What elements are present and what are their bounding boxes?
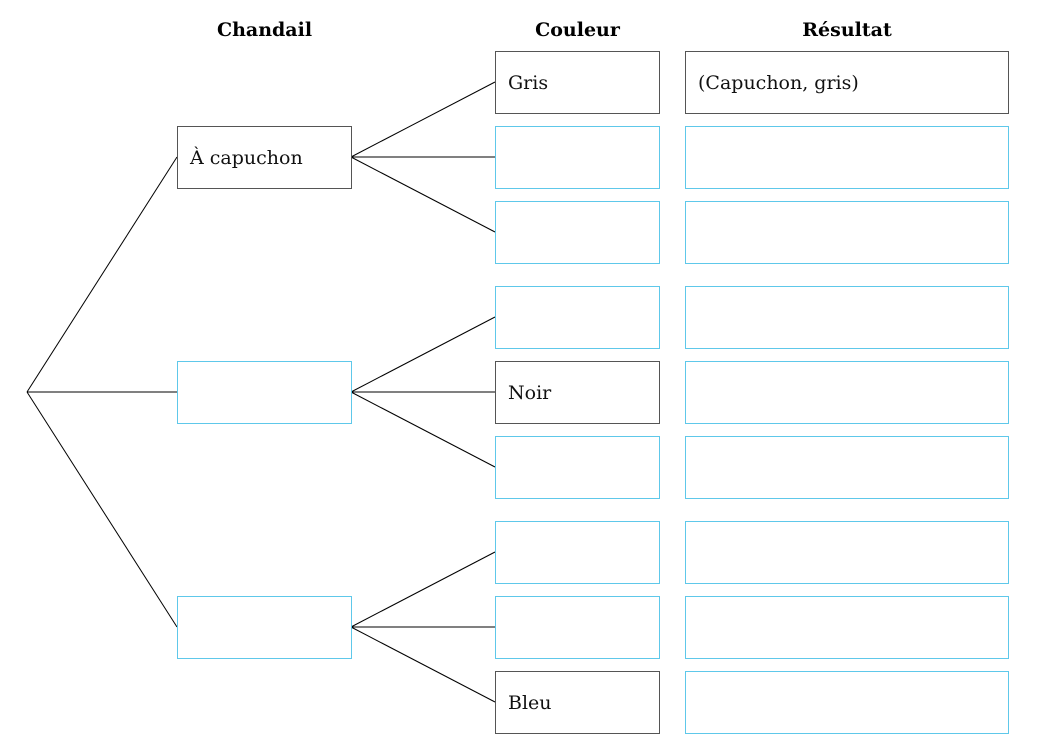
couleur-label-5: Noir xyxy=(508,381,552,404)
chandail-box-3[interactable] xyxy=(177,596,352,659)
couleur-box-8[interactable] xyxy=(495,596,660,659)
resultat-box-9[interactable] xyxy=(685,671,1009,734)
chandail-box-1: À capuchon xyxy=(177,126,352,189)
couleur-box-9: Bleu xyxy=(495,671,660,734)
couleur-label-9: Bleu xyxy=(508,691,552,714)
branch-line xyxy=(26,391,178,628)
resultat-input-9[interactable] xyxy=(698,672,1008,733)
resultat-box-5[interactable] xyxy=(685,361,1009,424)
resultat-input-3[interactable] xyxy=(698,202,1008,263)
couleur-input-3[interactable] xyxy=(508,202,659,263)
resultat-input-7[interactable] xyxy=(698,522,1008,583)
couleur-box-3[interactable] xyxy=(495,201,660,264)
couleur-box-1: Gris xyxy=(495,51,660,114)
couleur-box-4[interactable] xyxy=(495,286,660,349)
branch-line xyxy=(350,156,496,233)
couleur-box-6[interactable] xyxy=(495,436,660,499)
branch-line xyxy=(26,156,178,393)
branch-line xyxy=(350,551,496,628)
resultat-box-3[interactable] xyxy=(685,201,1009,264)
resultat-box-8[interactable] xyxy=(685,596,1009,659)
couleur-input-8[interactable] xyxy=(508,597,659,658)
couleur-box-7[interactable] xyxy=(495,521,660,584)
couleur-input-6[interactable] xyxy=(508,437,659,498)
resultat-input-2[interactable] xyxy=(698,127,1008,188)
resultat-box-4[interactable] xyxy=(685,286,1009,349)
couleur-input-4[interactable] xyxy=(508,287,659,348)
chandail-input-3[interactable] xyxy=(190,597,351,658)
resultat-input-4[interactable] xyxy=(698,287,1008,348)
resultat-box-2[interactable] xyxy=(685,126,1009,189)
branch-line xyxy=(350,316,496,393)
couleur-label-1: Gris xyxy=(508,71,549,94)
resultat-box-1: (Capuchon, gris) xyxy=(685,51,1009,114)
couleur-input-7[interactable] xyxy=(508,522,659,583)
branch-line xyxy=(350,81,496,158)
header-chandail: Chandail xyxy=(216,19,313,41)
branch-line xyxy=(350,391,496,468)
resultat-box-6[interactable] xyxy=(685,436,1009,499)
chandail-box-2[interactable] xyxy=(177,361,352,424)
header-couleur: Couleur xyxy=(535,19,620,41)
resultat-input-6[interactable] xyxy=(698,437,1008,498)
couleur-input-2[interactable] xyxy=(508,127,659,188)
header-resultat: Résultat xyxy=(802,19,892,41)
couleur-box-5: Noir xyxy=(495,361,660,424)
chandail-input-2[interactable] xyxy=(190,362,351,423)
branch-line xyxy=(350,626,496,703)
resultat-box-7[interactable] xyxy=(685,521,1009,584)
resultat-input-5[interactable] xyxy=(698,362,1008,423)
couleur-box-2[interactable] xyxy=(495,126,660,189)
resultat-input-8[interactable] xyxy=(698,597,1008,658)
chandail-label-1: À capuchon xyxy=(190,146,303,169)
resultat-label-1: (Capuchon, gris) xyxy=(698,71,859,94)
